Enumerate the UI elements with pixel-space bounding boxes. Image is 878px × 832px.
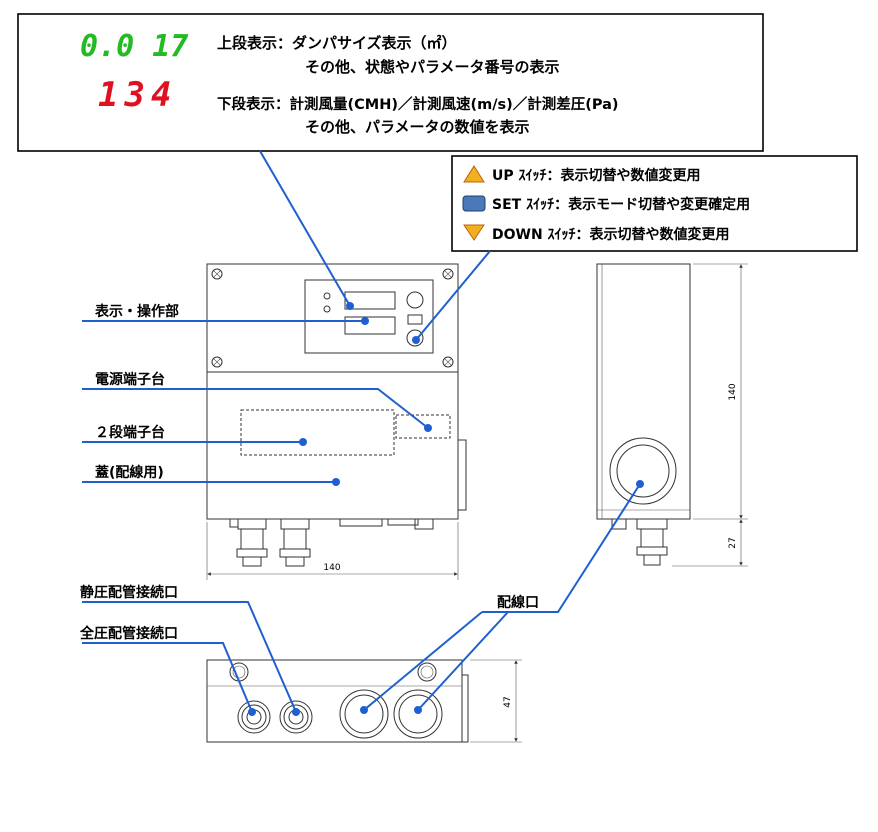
upper-display-window: [344, 291, 396, 310]
set-button-icon: [462, 195, 486, 212]
down-switch-text: DOWN ｽｲｯﾁ：表示切替や数値変更用: [492, 226, 730, 243]
down-triangle-icon: [463, 224, 485, 241]
side-bottom-dimension: 27: [728, 537, 738, 548]
side-tab: [458, 439, 467, 511]
wiring-port-label: 配線口: [497, 594, 539, 611]
total-pressure-port: [237, 700, 271, 734]
bottom-view: 47: [206, 659, 522, 743]
screw-icon: [211, 268, 454, 368]
lower-display-value: 134: [98, 75, 177, 115]
static-port-label: 静圧配管接続口: [80, 584, 178, 601]
display-ops-label: 表示・操作部: [94, 303, 179, 320]
lower-display-window: [344, 316, 396, 335]
wiring-port: [393, 689, 443, 739]
power-terminal-label: 電源端子台: [95, 371, 165, 388]
upper-display-heading: 上段表示：ダンパサイズ表示（㎡）: [217, 34, 457, 52]
lower-display-heading: 下段表示：計測風量(CMH)／計測風速(m/s)／計測差圧(Pa): [217, 95, 619, 113]
upper-display-value: 0.0 17: [80, 29, 188, 64]
side-view: 140 27: [596, 263, 748, 567]
two-stage-terminal-block: [240, 409, 395, 456]
side-height-dimension: 140: [728, 383, 738, 400]
switch-callout: UP ｽｲｯﾁ：表示切替や数値変更用 SET ｽｲｯﾁ：表示モード切替や変更確定…: [451, 155, 858, 252]
upper-display-sub: その他、状態やパラメータ番号の表示: [305, 58, 560, 76]
set-switch-text: SET ｽｲｯﾁ：表示モード切替や変更確定用: [492, 196, 750, 213]
up-switch-text: UP ｽｲｯﾁ：表示切替や数値変更用: [492, 167, 701, 184]
up-switch[interactable]: [406, 291, 424, 309]
display-callout: 0.0 17 134 上段表示：ダンパサイズ表示（㎡） その他、状態やパラメータ…: [17, 13, 764, 152]
display-callout-frame: [17, 13, 764, 152]
power-terminal-block: [395, 414, 451, 439]
switch-callout-frame: [451, 155, 858, 252]
front-view: 140: [206, 263, 467, 580]
static-pressure-port: [279, 700, 313, 734]
front-width-dimension: 140: [323, 563, 340, 573]
down-switch[interactable]: [406, 329, 424, 347]
port-fitting: [229, 518, 434, 567]
set-switch[interactable]: [407, 314, 423, 325]
led-icon: [323, 292, 331, 300]
wiring-port: [339, 689, 389, 739]
side-wiring-port: [609, 437, 677, 505]
up-triangle-icon: [463, 165, 485, 183]
two-stage-terminal-label: ２段端子台: [95, 424, 165, 441]
total-port-label: 全圧配管接続口: [79, 625, 178, 642]
cover-label: 蓋(配線用): [95, 464, 164, 481]
led-icon: [323, 305, 331, 313]
display-panel: [304, 279, 434, 354]
bottom-body: [206, 659, 463, 743]
lower-display-sub: その他、パラメータの数値を表示: [305, 118, 530, 136]
front-body: [206, 263, 459, 520]
side-body: [596, 263, 691, 520]
bottom-height-dimension: 47: [503, 696, 513, 707]
leader-lines: [82, 150, 644, 716]
